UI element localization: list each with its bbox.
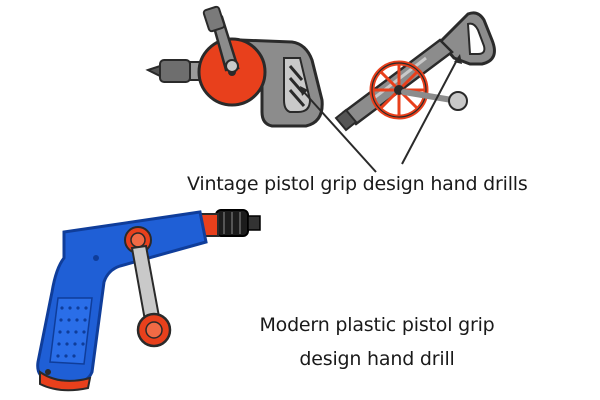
modern-drill-caption-line-2: design hand drill bbox=[299, 348, 455, 370]
vintage-drills-caption: Vintage pistol grip design hand drills bbox=[187, 173, 528, 195]
vintage-pistol-drill-icon bbox=[334, 11, 496, 132]
modern-plastic-hand-drill-icon bbox=[36, 209, 261, 392]
modern-drill-caption-line-1: Modern plastic pistol grip bbox=[259, 314, 495, 336]
vintage-breast-drill-icon bbox=[145, 5, 324, 128]
modern-drill-caption: Modern plastic pistol grip design hand d… bbox=[232, 308, 522, 376]
vintage-pointer-arrows bbox=[300, 54, 462, 173]
